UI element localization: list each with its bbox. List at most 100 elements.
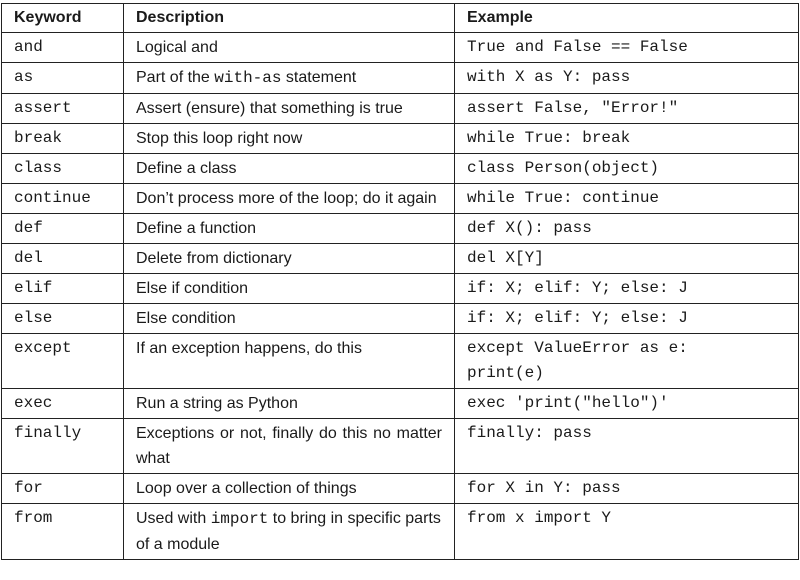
example-cell: exec 'print("hello")': [454, 388, 799, 419]
header-description: Description: [123, 3, 455, 33]
table-row: assert Assert (ensure) that something is…: [1, 93, 799, 124]
table-row: and Logical and True and False == False: [1, 32, 799, 63]
keyword-cell: finally: [1, 418, 124, 474]
description-cell: Loop over a collection of things: [123, 473, 455, 504]
example-text: if: X; elif: Y; else: J: [467, 279, 688, 297]
keyword-cell: for: [1, 473, 124, 504]
keyword-cell: exec: [1, 388, 124, 419]
table-row: for Loop over a collection of things for…: [1, 473, 799, 504]
keyword-table: Keyword Description Example and Logical …: [1, 3, 799, 560]
description-cell: Define a class: [123, 153, 455, 184]
description-text: Used with: [136, 510, 211, 527]
example-text: assert False, "Error!": [467, 99, 679, 117]
table-row: finally Exceptions or not, finally do th…: [1, 418, 799, 474]
example-cell: for X in Y: pass: [454, 473, 799, 504]
description-text: Define a class: [136, 160, 237, 177]
keyword-cell: break: [1, 123, 124, 154]
description-text: statement: [281, 69, 357, 86]
description-cell: Run a string as Python: [123, 388, 455, 419]
example-cell: finally: pass: [454, 418, 799, 474]
description-text: Stop this loop right now: [136, 130, 303, 147]
table-row: from Used with import to bring in specif…: [1, 503, 799, 560]
example-text: while True: continue: [467, 189, 660, 207]
description-text: Delete from dictionary: [136, 250, 292, 267]
description-cell: Stop this loop right now: [123, 123, 455, 154]
example-cell: del X[Y]: [454, 243, 799, 274]
description-text: Logical and: [136, 39, 218, 56]
table-row: else Else condition if: X; elif: Y; else…: [1, 303, 799, 334]
keyword-cell: assert: [1, 93, 124, 124]
description-cell: Part of the with-as statement: [123, 62, 455, 94]
inline-code: with-as: [214, 69, 282, 87]
description-text: Don’t process more of the loop; do it ag…: [136, 190, 437, 207]
description-cell: Exceptions or not, finally do this no ma…: [123, 418, 455, 474]
header-keyword: Keyword: [1, 3, 124, 33]
keyword-cell: continue: [1, 183, 124, 214]
example-cell: from x import Y: [454, 503, 799, 560]
description-cell: Assert (ensure) that something is true: [123, 93, 455, 124]
example-cell: while True: break: [454, 123, 799, 154]
example-cell: with X as Y: pass: [454, 62, 799, 94]
example-text: exec 'print("hello")': [467, 394, 669, 412]
keyword-cell: elif: [1, 273, 124, 304]
description-text: to bring in specific parts of a module: [136, 510, 441, 553]
table-row: class Define a class class Person(object…: [1, 153, 799, 184]
example-cell: class Person(object): [454, 153, 799, 184]
table-row: elif Else if condition if: X; elif: Y; e…: [1, 273, 799, 304]
example-cell: def X(): pass: [454, 213, 799, 244]
keyword-cell: class: [1, 153, 124, 184]
description-cell: Else condition: [123, 303, 455, 334]
description-cell: Logical and: [123, 32, 455, 63]
example-cell: except ValueError as e: print(e): [454, 333, 799, 389]
header-row: Keyword Description Example: [1, 3, 799, 33]
header-example: Example: [454, 3, 799, 33]
keyword-cell: def: [1, 213, 124, 244]
table-row: def Define a function def X(): pass: [1, 213, 799, 244]
example-cell: True and False == False: [454, 32, 799, 63]
example-text: finally: pass: [467, 424, 592, 442]
example-cell: if: X; elif: Y; else: J: [454, 303, 799, 334]
keyword-cell: else: [1, 303, 124, 334]
example-text: class Person(object): [467, 159, 660, 177]
description-cell: Don’t process more of the loop; do it ag…: [123, 183, 455, 214]
keyword-cell: except: [1, 333, 124, 389]
description-text: If an exception happens, do this: [136, 340, 362, 357]
keyword-cell: and: [1, 32, 124, 63]
table-row: except If an exception happens, do this …: [1, 333, 799, 389]
example-cell: while True: continue: [454, 183, 799, 214]
example-cell: if: X; elif: Y; else: J: [454, 273, 799, 304]
description-text: Exceptions or not, finally do this no ma…: [136, 425, 442, 467]
keyword-cell: as: [1, 62, 124, 94]
description-text: Loop over a collection of things: [136, 480, 357, 497]
description-cell: Else if condition: [123, 273, 455, 304]
example-text: True and False == False: [467, 38, 688, 56]
description-text: Assert (ensure) that something is true: [136, 100, 403, 117]
inline-code: import: [210, 510, 269, 528]
example-text: with X as Y: pass: [467, 68, 631, 86]
keyword-cell: del: [1, 243, 124, 274]
example-text: except ValueError as e:: [467, 339, 688, 357]
example-text: from x import Y: [467, 509, 612, 527]
description-text: Part of the: [136, 69, 215, 86]
example-text: def X(): pass: [467, 219, 592, 237]
example-cell: assert False, "Error!": [454, 93, 799, 124]
table-row: exec Run a string as Python exec 'print(…: [1, 388, 799, 419]
description-text: Run a string as Python: [136, 395, 298, 412]
description-text: Else condition: [136, 310, 236, 327]
description-text: Define a function: [136, 220, 257, 237]
example-text: print(e): [467, 364, 544, 382]
table-row: continue Don’t process more of the loop;…: [1, 183, 799, 214]
description-cell: Used with import to bring in specific pa…: [123, 503, 455, 560]
description-cell: Delete from dictionary: [123, 243, 455, 274]
example-text: del X[Y]: [467, 249, 544, 267]
keyword-cell: from: [1, 503, 124, 560]
example-text: if: X; elif: Y; else: J: [467, 309, 688, 327]
table-row: as Part of the with-as statement with X …: [1, 62, 799, 94]
description-cell: Define a function: [123, 213, 455, 244]
example-text: while True: break: [467, 129, 631, 147]
table-row: break Stop this loop right now while Tru…: [1, 123, 799, 154]
example-text: for X in Y: pass: [467, 479, 621, 497]
description-text: Else if condition: [136, 280, 249, 297]
table-row: del Delete from dictionary del X[Y]: [1, 243, 799, 274]
description-cell: If an exception happens, do this: [123, 333, 455, 389]
